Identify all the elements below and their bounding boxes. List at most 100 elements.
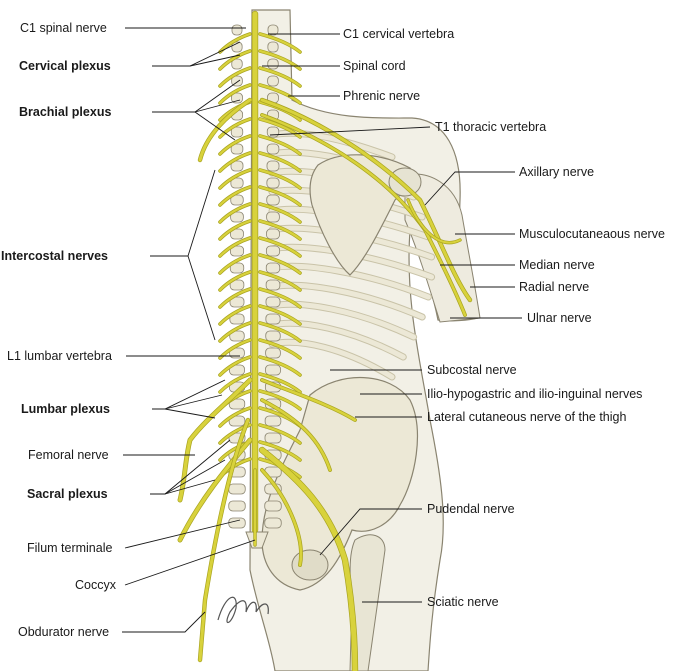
- pudendal-nerve: [260, 468, 303, 567]
- vertebra-right: [265, 347, 281, 359]
- artist-signature: [217, 596, 269, 623]
- vertebra-left: [229, 347, 245, 359]
- leader-lumbar-plexus-c: [164, 408, 216, 419]
- vertebra-left: [230, 211, 244, 223]
- vertebra-left: [230, 228, 244, 240]
- leader-brachial-plexus-b: [194, 99, 241, 113]
- leader-t1-thoracic-vertebra: [269, 126, 431, 136]
- vertebra-right: [267, 24, 279, 36]
- right-spinal-nerve: [258, 304, 302, 326]
- left-spinal-nerve: [218, 185, 252, 207]
- leader-coccyx: [124, 539, 256, 586]
- vertebra-right: [266, 177, 280, 189]
- vertebra-left: [228, 398, 246, 410]
- vertebra-right: [264, 415, 282, 427]
- humerus-head: [388, 167, 422, 197]
- label-axillary-nerve: Axillary nerve: [519, 165, 595, 179]
- vertebra-right: [266, 126, 280, 138]
- femur: [349, 534, 386, 671]
- vertebra-right: [265, 262, 281, 274]
- sciatic-nerve: [259, 447, 358, 671]
- vertebra-left: [230, 143, 244, 155]
- label-lumbar-plexus: Lumbar plexus: [21, 402, 110, 416]
- obturator-foramen: [291, 549, 329, 581]
- scapula: [309, 154, 414, 276]
- left-spinal-nerve: [218, 151, 252, 173]
- leader-sacral-plexus-c: [164, 479, 216, 495]
- obdurator-nerve: [198, 418, 250, 662]
- label-brachial-plexus: Brachial plexus: [19, 105, 112, 119]
- rib-highlight: [269, 130, 395, 160]
- right-spinal-nerve: [258, 32, 302, 54]
- vertebra-right: [264, 432, 282, 444]
- right-spinal-nerve: [258, 440, 302, 462]
- rib-highlight: [269, 301, 417, 340]
- vertebra-left: [230, 160, 244, 172]
- vertebra-left: [230, 177, 244, 189]
- label-phrenic-nerve: Phrenic nerve: [343, 89, 421, 103]
- vertebra-left: [229, 279, 245, 291]
- label-sciatic-nerve: Sciatic nerve: [427, 595, 499, 609]
- label-median-nerve: Median nerve: [519, 258, 595, 272]
- nerve-network: [177, 10, 473, 671]
- right-spinal-nerve: [258, 270, 302, 292]
- label-c1-cervical-vertebra: C1 cervical vertebra: [343, 27, 455, 41]
- right-spinal-nerve: [258, 253, 302, 275]
- left-spinal-nerve: [218, 83, 252, 105]
- left-spinal-nerve: [218, 219, 252, 241]
- label-t1-thoracic-vertebra: T1 thoracic vertebra: [435, 120, 547, 134]
- leader-lumbar-plexus-b: [164, 394, 223, 410]
- right-spinal-nerve: [258, 389, 302, 411]
- label-femoral-nerve: Femoral nerve: [28, 448, 109, 462]
- vertebra-left: [228, 517, 246, 529]
- vertebra-right: [266, 143, 280, 155]
- left-spinal-nerve: [218, 236, 252, 258]
- left-spinal-nerve: [218, 253, 252, 275]
- left-spinal-nerve: [218, 287, 252, 309]
- left-spinal-nerve: [218, 134, 252, 156]
- vertebra-right: [266, 211, 280, 223]
- left-spinal-nerve: [218, 270, 252, 292]
- right-spinal-nerve: [258, 83, 302, 105]
- left-spinal-nerve: [218, 66, 252, 88]
- label-spinal-cord: Spinal cord: [343, 59, 406, 73]
- left-spinal-nerve: [218, 49, 252, 71]
- label-sacral-plexus: Sacral plexus: [27, 487, 108, 501]
- vertebra-right: [266, 194, 280, 206]
- vertebra-left: [229, 296, 245, 308]
- label-radial-nerve: Radial nerve: [519, 280, 590, 294]
- vertebra-right: [265, 296, 281, 308]
- label-coccyx: Coccyx: [75, 578, 116, 592]
- leader-axillary-nerve: [424, 171, 515, 206]
- leader-lumbar-plexus-a: [152, 379, 226, 410]
- ilio-nerves: [260, 378, 357, 422]
- vertebra-right: [264, 500, 282, 512]
- vertebra-left: [228, 500, 246, 512]
- right-spinal-nerve: [258, 287, 302, 309]
- vertebra-left: [229, 245, 245, 257]
- vertebra-right: [265, 279, 281, 291]
- rib-highlight: [269, 263, 431, 300]
- label-pudendal-nerve: Pudendal nerve: [427, 502, 515, 516]
- left-spinal-nerve: [218, 32, 252, 54]
- label-ilio-nerves: Ilio-hypogastric and ilio-inguinal nerve…: [427, 387, 643, 401]
- label-c1-spinal-nerve: C1 spinal nerve: [20, 21, 107, 35]
- brachial-plexus-left: [198, 98, 252, 162]
- right-spinal-nerve: [258, 134, 302, 156]
- label-musculocutaneous-nerve: Musculocutaneaous nerve: [519, 227, 665, 241]
- right-spinal-nerve: [258, 321, 302, 343]
- label-filum-terminale: Filum terminale: [27, 541, 113, 555]
- right-spinal-nerve: [258, 66, 302, 88]
- left-spinal-nerve: [218, 168, 252, 190]
- lateral-cutaneous-nerve: [260, 398, 332, 472]
- leader-obdurator-nerve: [122, 611, 206, 633]
- leader-sacral-plexus-b: [164, 459, 226, 495]
- vertebra-left: [228, 415, 246, 427]
- brachial-plexus-right: [260, 98, 472, 302]
- vertebra-right: [264, 517, 282, 529]
- vertebra-right: [265, 313, 281, 325]
- left-spinal-nerve: [218, 321, 252, 343]
- label-subcostal-nerve: Subcostal nerve: [427, 363, 517, 377]
- left-spinal-nerve: [218, 355, 252, 377]
